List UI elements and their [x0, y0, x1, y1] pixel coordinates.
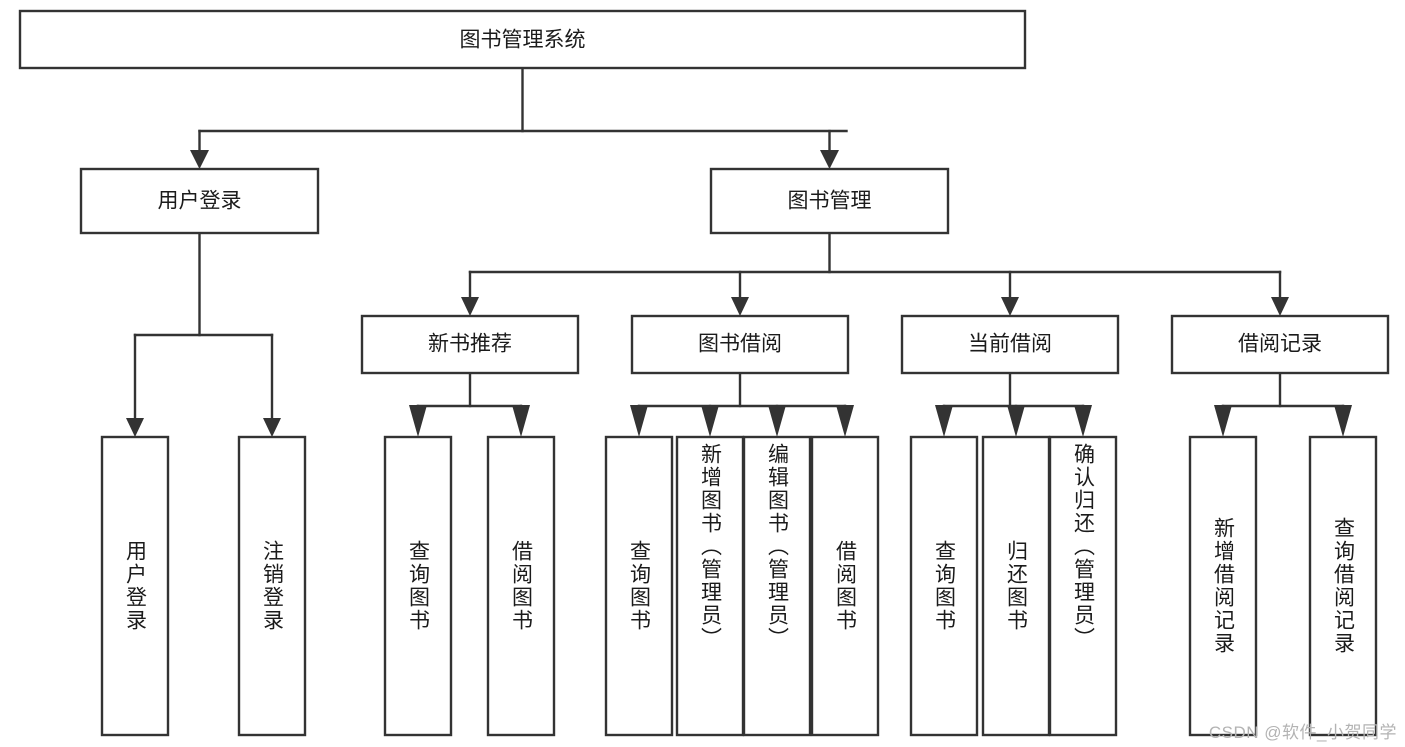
arrow-to-leaf-query-book-current [935, 405, 953, 437]
arrow-to-leaf-user-logout [263, 418, 281, 437]
node-root-box[interactable] [18, 9, 1027, 70]
node-user-login-label: 用户登录 [158, 190, 242, 213]
node-book-borrow[interactable]: 图书借阅 [630, 314, 850, 375]
node-new-book-recommend-box[interactable] [360, 314, 580, 375]
node-leaf-query-borrow-record-box[interactable] [1308, 435, 1378, 737]
node-leaf-return-book-box[interactable] [981, 435, 1051, 737]
node-root[interactable]: 图书管理系统 [18, 9, 1027, 70]
node-borrow-record-label: 借阅记录 [1238, 333, 1322, 356]
node-leaf-user-login-box[interactable] [100, 435, 170, 737]
node-leaf-borrow-book-rec-box[interactable] [486, 435, 556, 737]
arrow-to-leaf-add-book [701, 405, 719, 437]
node-new-book-recommend[interactable]: 新书推荐 [360, 314, 580, 375]
arrow-to-new-book-recommend [461, 297, 479, 316]
node-leaf-edit-book-box[interactable] [742, 435, 812, 737]
arrow-to-leaf-edit-book [768, 405, 786, 437]
node-borrow-record-box[interactable] [1170, 314, 1390, 375]
node-current-borrow-box[interactable] [900, 314, 1120, 375]
node-user-login[interactable]: 用户登录 [79, 167, 320, 235]
node-book-borrow-label: 图书借阅 [698, 333, 782, 356]
node-current-borrow-label: 当前借阅 [968, 333, 1052, 356]
node-leaf-user-logout-box[interactable] [237, 435, 307, 737]
node-leaf-add-borrow-record-box[interactable] [1188, 435, 1258, 737]
arrow-to-current-borrow [1001, 297, 1019, 316]
node-borrow-record[interactable]: 借阅记录 [1170, 314, 1390, 375]
node-user-login-box[interactable] [79, 167, 320, 235]
connector-group [126, 66, 1352, 437]
leaf-box-group [100, 435, 1378, 737]
node-book-manage[interactable]: 图书管理 [709, 167, 950, 235]
node-current-borrow[interactable]: 当前借阅 [900, 314, 1120, 375]
node-leaf-add-book-box[interactable] [675, 435, 745, 737]
node-leaf-confirm-return-box[interactable] [1048, 435, 1118, 737]
arrow-to-leaf-query-book-rec [409, 405, 427, 437]
arrow-to-leaf-query-borrow-record [1334, 405, 1352, 437]
arrow-to-leaf-query-book-borrow [630, 405, 648, 437]
node-new-book-recommend-label: 新书推荐 [428, 333, 512, 356]
node-book-manage-label: 图书管理 [788, 190, 872, 213]
node-book-borrow-box[interactable] [630, 314, 850, 375]
arrow-to-user-login [190, 150, 209, 169]
node-root-label: 图书管理系统 [460, 29, 586, 52]
csdn-watermark: CSDN @软件_小贺同学 [1208, 723, 1397, 742]
node-leaf-query-book-current-box[interactable] [909, 435, 979, 737]
node-leaf-query-book-borrow-box[interactable] [604, 435, 674, 737]
arrow-to-leaf-add-borrow-record [1214, 405, 1232, 437]
arrow-to-book-borrow [731, 297, 749, 316]
node-leaf-borrow-book-box[interactable] [810, 435, 880, 737]
arrow-to-leaf-borrow-book-rec [512, 405, 530, 437]
arrow-to-leaf-user-login [126, 418, 144, 437]
arrow-to-leaf-return-book [1007, 405, 1025, 437]
arrow-to-borrow-record [1271, 297, 1289, 316]
arrow-to-leaf-borrow-book [836, 405, 854, 437]
arrow-to-leaf-confirm-return [1074, 405, 1092, 437]
node-leaf-query-book-rec-box[interactable] [383, 435, 453, 737]
node-book-manage-box[interactable] [709, 167, 950, 235]
arrow-to-book-manage [820, 150, 839, 169]
